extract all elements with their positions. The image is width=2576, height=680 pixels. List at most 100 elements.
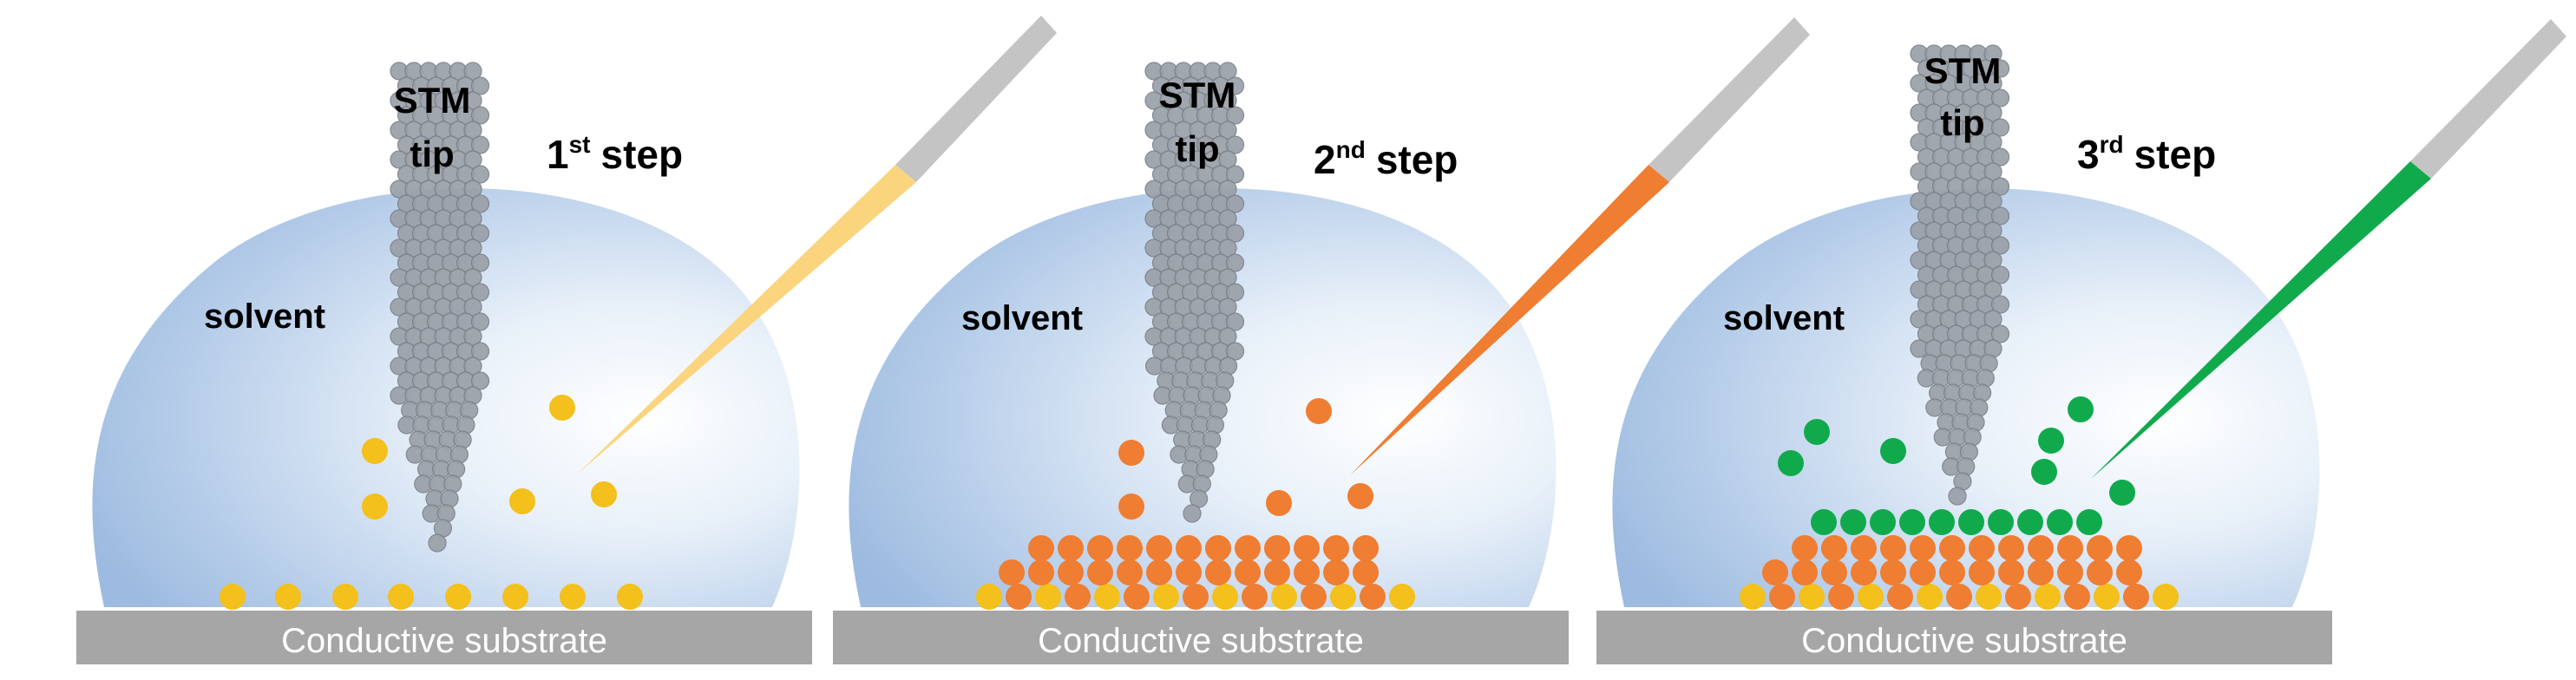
tip-atom xyxy=(1225,135,1245,154)
tip-atom xyxy=(1225,76,1245,95)
molecule xyxy=(591,481,617,507)
tip-atom xyxy=(1225,194,1245,213)
molecule xyxy=(1087,559,1113,585)
tip-atom xyxy=(1990,324,2010,343)
molecule xyxy=(1323,559,1349,585)
molecule xyxy=(1347,483,1373,509)
stm-tip-label: STM xyxy=(394,80,471,121)
tip-atom xyxy=(463,91,482,110)
tip-atom xyxy=(470,76,490,95)
molecule xyxy=(1811,509,1837,535)
molecule xyxy=(1035,584,1061,610)
tip-atom xyxy=(1983,133,2002,152)
substrate-label: Conductive substrate xyxy=(281,622,607,660)
tip-atom xyxy=(463,180,482,199)
molecule xyxy=(1118,494,1144,520)
tip-atom xyxy=(470,342,490,361)
tip-atom xyxy=(1218,121,1237,140)
tip-atom xyxy=(1983,280,2002,299)
tip-atom xyxy=(1990,295,2010,314)
molecule xyxy=(1851,535,1877,561)
pipette xyxy=(2091,19,2566,479)
molecule xyxy=(1065,584,1091,610)
molecule xyxy=(2116,535,2142,561)
step-number: 2 xyxy=(1314,137,1336,182)
adsorbed-layer xyxy=(220,584,643,610)
tip-atom xyxy=(1218,91,1237,110)
stm-tip xyxy=(390,62,490,552)
molecule xyxy=(2087,535,2113,561)
tip-atom xyxy=(463,356,482,376)
molecule xyxy=(1087,535,1113,561)
tip-atom xyxy=(463,239,482,258)
tip-atom xyxy=(1990,206,2010,226)
molecule xyxy=(1840,509,1866,535)
tip-atom xyxy=(1990,236,2010,255)
substrate-label: Conductive substrate xyxy=(1038,622,1364,660)
molecule xyxy=(1799,584,1825,610)
tip-atom xyxy=(1983,44,2002,63)
molecule xyxy=(1205,559,1231,585)
stm-tip-label: STM xyxy=(1924,50,2002,91)
molecule xyxy=(1870,509,1896,535)
tip-atom xyxy=(1218,150,1237,169)
molecule xyxy=(2017,509,2043,535)
molecule xyxy=(445,584,471,610)
solvent-label: solvent xyxy=(1723,299,1845,337)
molecule xyxy=(1762,559,1788,585)
molecule xyxy=(1028,559,1054,585)
molecule xyxy=(502,584,528,610)
tip-atom xyxy=(1225,283,1245,302)
conductive-substrate xyxy=(833,611,1569,664)
molecule xyxy=(1028,535,1054,561)
molecule xyxy=(1271,584,1297,610)
tip-atom xyxy=(463,268,482,287)
molecule xyxy=(1176,535,1202,561)
tip-atom xyxy=(1218,239,1237,258)
molecule xyxy=(2057,535,2083,561)
molecule xyxy=(1946,584,1972,610)
molecule xyxy=(332,584,358,610)
molecule xyxy=(1176,559,1202,585)
molecule xyxy=(1804,419,1830,445)
molecule xyxy=(1828,584,1854,610)
stm-tip-label-line2: tip xyxy=(1175,128,1219,169)
molecule xyxy=(2064,584,2090,610)
tip-atom xyxy=(470,253,490,272)
tip-atom xyxy=(1990,118,2010,137)
molecule xyxy=(1235,535,1261,561)
molecule xyxy=(1146,535,1172,561)
molecule xyxy=(2109,480,2135,506)
tip-atom xyxy=(1990,147,2010,167)
molecule xyxy=(1939,535,1965,561)
molecule xyxy=(1998,535,2024,561)
molecule xyxy=(1094,584,1120,610)
step-number: 3 xyxy=(2077,132,2100,177)
molecule xyxy=(1851,559,1877,585)
tip-atom xyxy=(1990,265,2010,284)
molecule xyxy=(1058,559,1084,585)
pipette-glass xyxy=(1649,17,1810,182)
adsorbed-layer xyxy=(999,559,1379,585)
molecule xyxy=(2116,559,2142,585)
tip-atom xyxy=(1183,504,1202,523)
molecule xyxy=(1910,559,1936,585)
molecule xyxy=(1264,559,1290,585)
tip-atom xyxy=(470,135,490,154)
conductive-substrate xyxy=(76,611,812,664)
tip-atom xyxy=(470,312,490,331)
conductive-substrate xyxy=(1596,611,2332,664)
stm-tip-label-line2: tip xyxy=(1940,102,1984,143)
molecule xyxy=(1740,584,1766,610)
tip-atom xyxy=(428,533,447,552)
free-molecules xyxy=(1778,396,2135,506)
molecule xyxy=(2076,509,2102,535)
molecule xyxy=(2038,428,2064,454)
molecule xyxy=(1939,559,1965,585)
molecule xyxy=(1294,559,1320,585)
pipette xyxy=(578,16,1057,474)
molecule xyxy=(1117,559,1143,585)
molecule xyxy=(1301,584,1327,610)
tip-atom xyxy=(1225,106,1245,125)
